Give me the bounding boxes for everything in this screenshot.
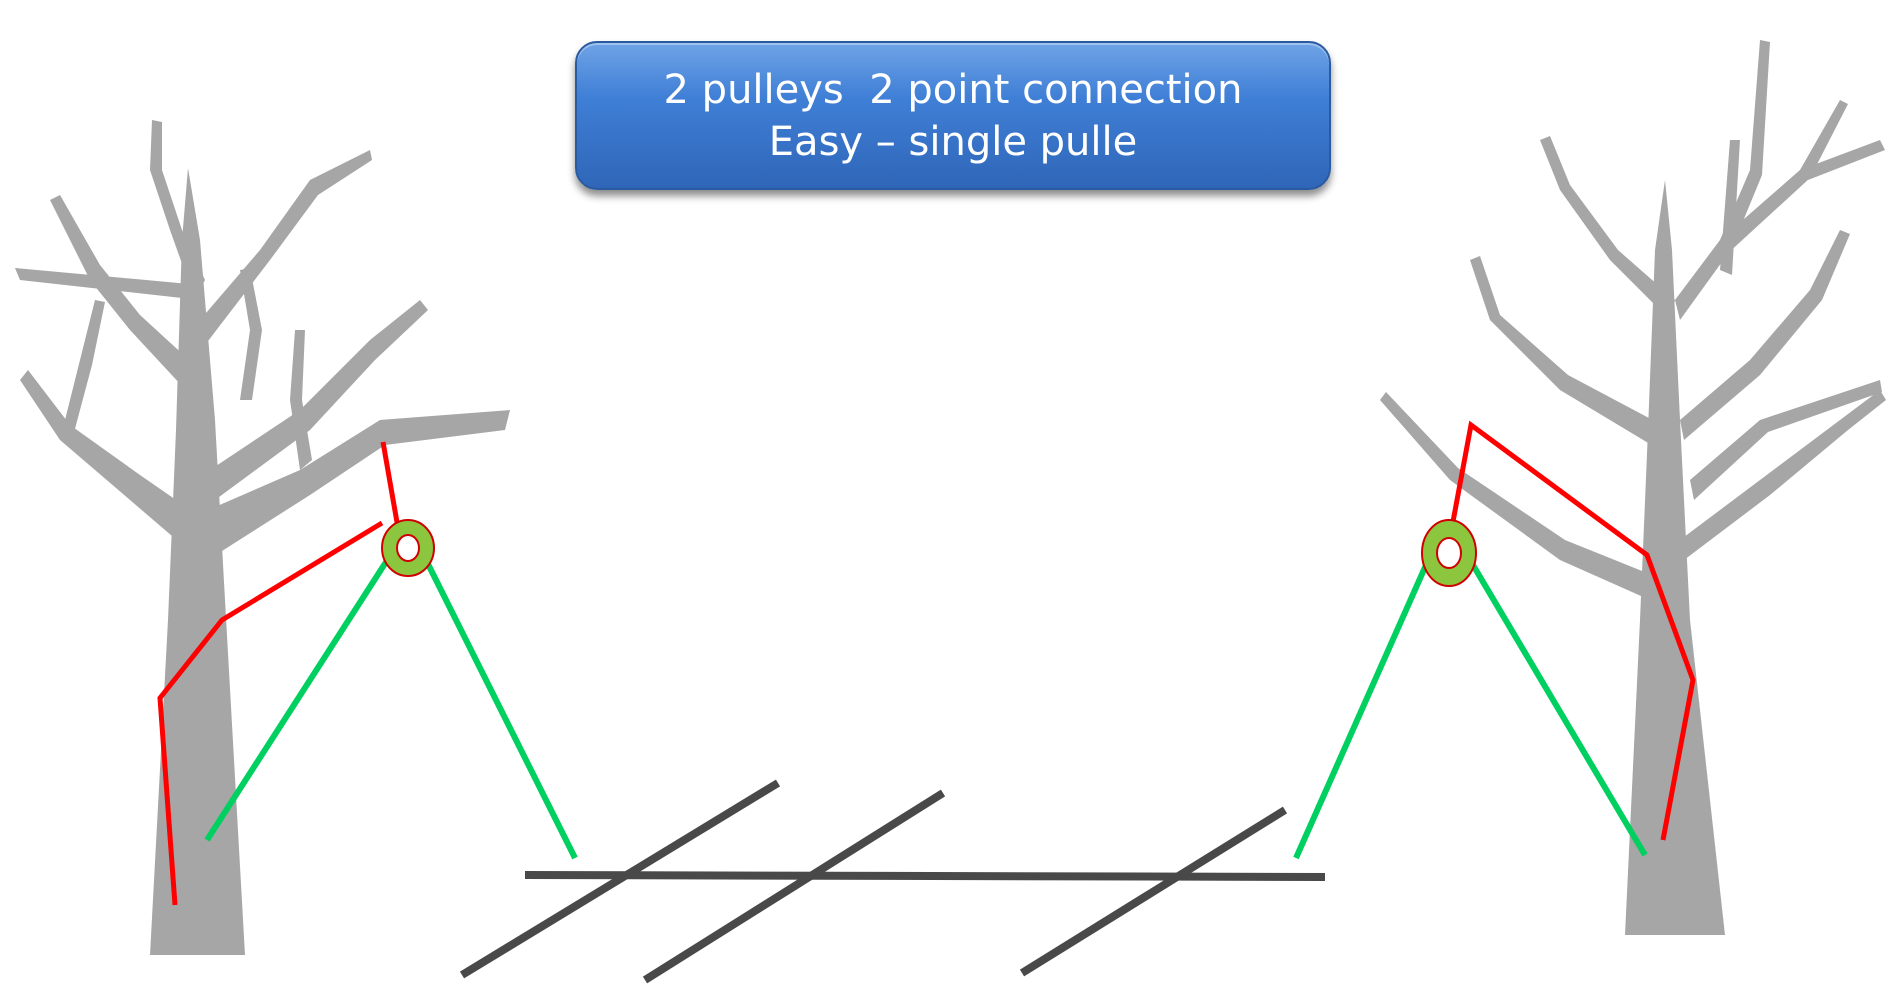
title-line-2: Easy – single pulle	[768, 118, 1138, 165]
title-banner: 2 pulleys 2 point connection Easy – sing…	[575, 41, 1331, 190]
right-pulley-icon	[1421, 519, 1477, 587]
diagonal-log-1	[459, 779, 781, 979]
title-line-1: 2 pulleys 2 point connection	[663, 66, 1243, 113]
ground-lines	[459, 779, 1326, 984]
right-anchor-rope	[1449, 420, 1696, 841]
left-pulley-rope	[204, 546, 578, 860]
diagonal-log-3	[1019, 806, 1288, 977]
left-pulley-icon	[381, 519, 435, 577]
left-anchor-rope	[157, 441, 401, 906]
right-pulley-rope	[1293, 554, 1648, 860]
right-tree-icon	[1380, 40, 1886, 935]
left-tree-icon	[15, 120, 510, 955]
horizontal-log	[524, 871, 1326, 881]
diagonal-log-2	[642, 789, 946, 984]
